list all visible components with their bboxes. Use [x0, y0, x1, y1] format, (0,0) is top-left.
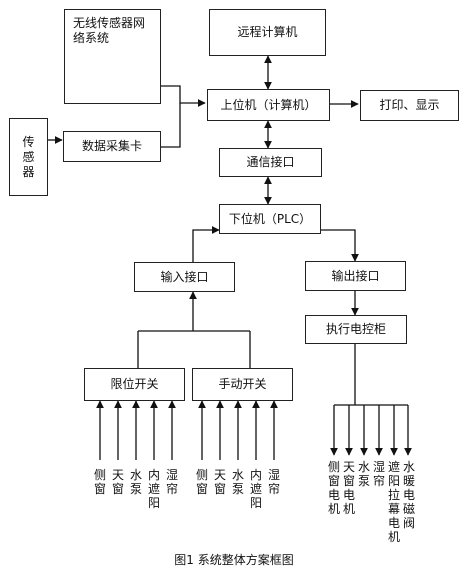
output-device-label: 侧窗电机: [327, 460, 340, 516]
limit-input-label: 湿帘: [165, 468, 178, 496]
output-arrows: [330, 405, 412, 456]
link-input-lower: [192, 226, 220, 263]
sensor-label: 传感器: [22, 134, 35, 179]
wsn-box: 无线传感器网络系统: [64, 9, 161, 104]
lower-plc-label: 下位机（PLC）: [228, 211, 312, 226]
limit-input-label: 水泵: [129, 468, 142, 496]
exec-cabinet-label: 执行电控柜: [325, 322, 386, 336]
link-lower-output: [321, 229, 359, 262]
exec-cabinet-box: 执行电控柜: [305, 315, 407, 344]
manual-input-arrows: [198, 400, 278, 460]
output-device-label: 遮阳拉幕电机: [387, 460, 400, 544]
manual-switch-box: 手动开关: [192, 368, 293, 401]
link-wsn-upper: [161, 85, 206, 107]
comm-interface-box: 通信接口: [219, 148, 322, 177]
manual-input-label: 天窗: [213, 468, 226, 496]
output-interface-label: 输出接口: [331, 268, 380, 283]
limit-switch-label: 限位开关: [110, 377, 159, 391]
upper-computer-label: 上位机（计算机）: [220, 97, 317, 112]
limit-input-label: 天窗: [111, 468, 124, 496]
upper-computer-box: 上位机（计算机）: [207, 89, 330, 121]
link-daq-upper: [161, 103, 181, 148]
lower-plc-box: 下位机（PLC）: [219, 204, 321, 234]
manual-input-label: 内遮阳: [249, 468, 262, 510]
daq-card-box: 数据采集卡: [63, 131, 161, 162]
limit-switch-box: 限位开关: [84, 368, 185, 401]
manual-input-label: 水泵: [231, 468, 244, 496]
input-interface-label: 输入接口: [160, 269, 209, 284]
limit-input-label: 侧窗: [93, 468, 106, 496]
comm-interface-label: 通信接口: [246, 155, 295, 169]
figure-caption: 图1 系统整体方案框图: [174, 553, 294, 567]
input-interface-box: 输入接口: [134, 262, 235, 292]
output-device-label: 水泵: [357, 460, 370, 488]
print-display-label: 打印、显示: [379, 98, 440, 112]
output-device-label: 天窗电机: [342, 460, 355, 516]
remote-computer-box: 远程计算机: [209, 9, 326, 56]
print-display-box: 打印、显示: [360, 90, 459, 121]
limit-input-arrows: [96, 400, 176, 460]
remote-computer-label: 远程计算机: [237, 25, 298, 39]
manual-input-label: 侧窗: [195, 468, 208, 496]
manual-switch-label: 手动开关: [218, 377, 267, 391]
limit-input-label: 内遮阳: [147, 468, 160, 510]
manual-input-label: 湿帘: [267, 468, 280, 496]
sensor-box: 传感器: [9, 118, 48, 196]
output-device-label: 水暖电磁阀: [402, 460, 415, 530]
output-device-label: 湿帘: [372, 460, 385, 488]
wsn-label: 无线传感器网络系统: [73, 16, 146, 45]
daq-card-label: 数据采集卡: [81, 139, 142, 153]
output-interface-box: 输出接口: [305, 261, 406, 291]
